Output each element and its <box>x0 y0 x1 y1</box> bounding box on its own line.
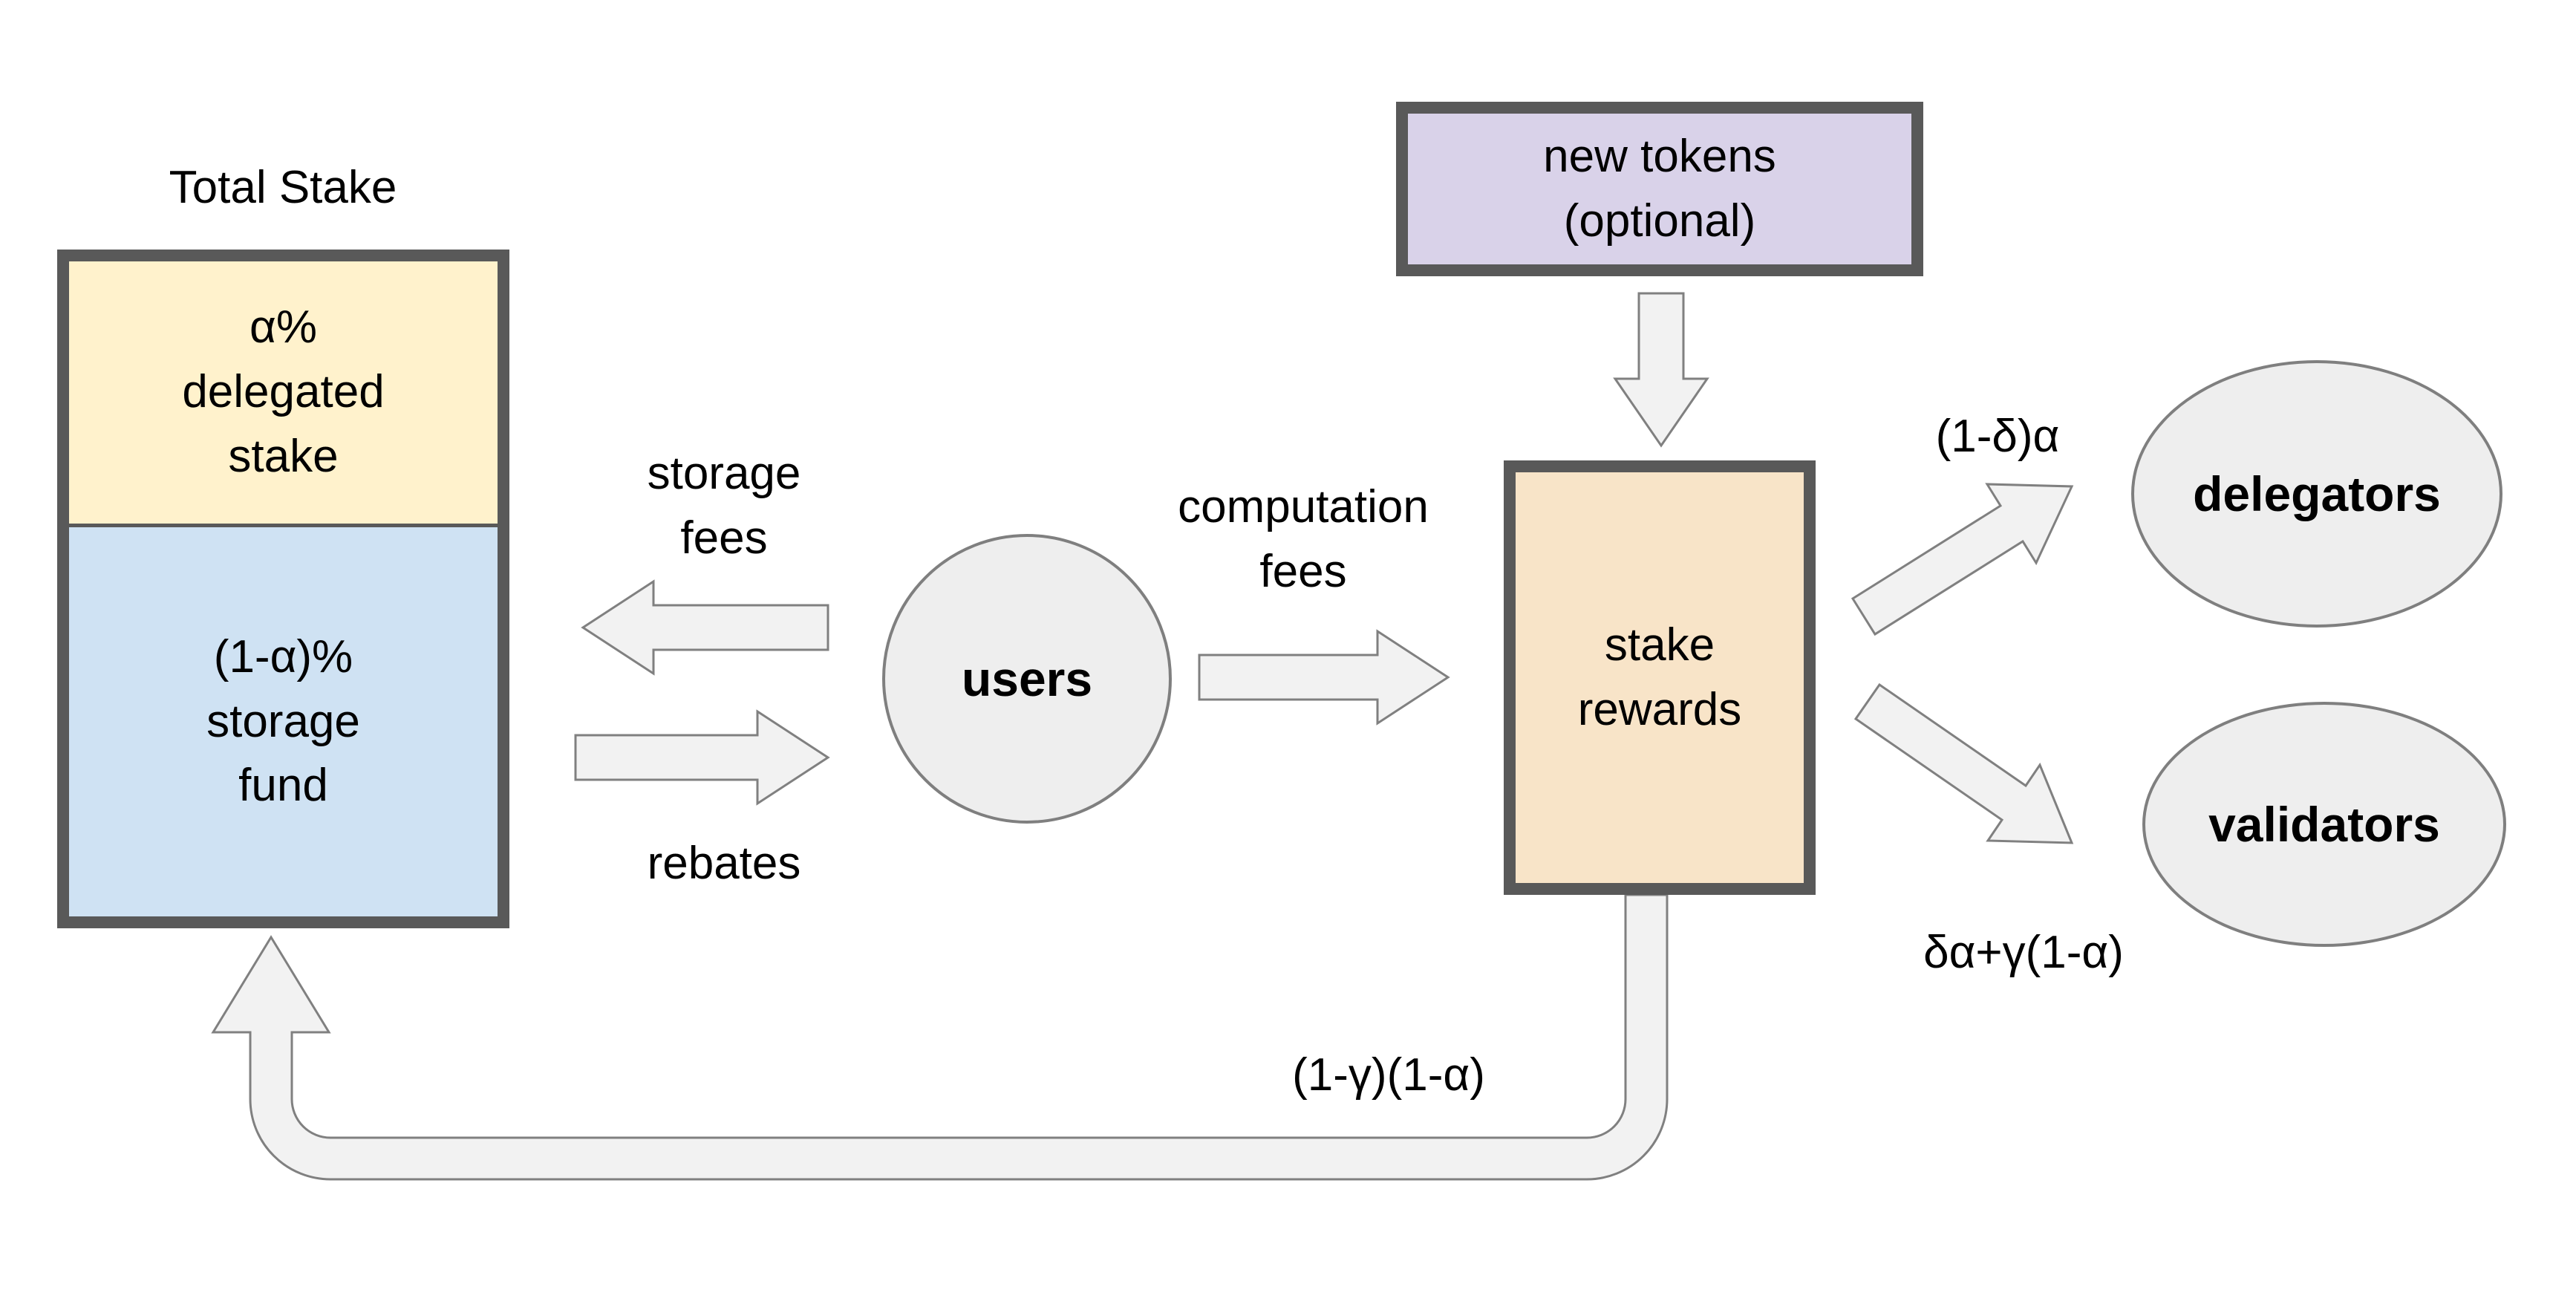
storage-fund-return-pipe-arrow <box>211 893 1669 1181</box>
storage-fees-label: storage fees <box>647 448 801 564</box>
users-label: users <box>961 651 1093 706</box>
delegators-node: delegators <box>2131 360 2502 628</box>
new-tokens-box: new tokens (optional) <box>1396 102 1923 276</box>
storage-fees-arrow <box>581 579 829 676</box>
validators-node: validators <box>2142 702 2506 947</box>
stake-rewards-label: stake rewards <box>1577 619 1742 735</box>
computation-fees-label: computation fees <box>1178 481 1429 597</box>
total-stake-box: α% delegated stake (1-α)% storage fund <box>57 250 509 928</box>
storage-fund-label: (1-α)% storage fund <box>206 630 360 812</box>
rewards-to-delegators-arrow <box>1851 483 2074 636</box>
computation-fees-arrow <box>1198 629 1450 726</box>
delegated-stake-section: α% delegated stake <box>69 261 498 527</box>
total-stake-title: Total Stake <box>169 162 397 213</box>
reward-to-delegators-formula: (1-δ)α <box>1935 411 2060 462</box>
storage-fund-return-formula: (1-γ)(1-α) <box>1292 1049 1485 1101</box>
new-tokens-arrow <box>1613 292 1709 448</box>
rewards-to-validators-arrow <box>1853 682 2074 844</box>
delegated-stake-label: α% delegated stake <box>182 302 385 482</box>
storage-fund-section: (1-α)% storage fund <box>69 527 498 916</box>
users-node: users <box>882 534 1172 824</box>
rebates-arrow <box>574 709 830 806</box>
stake-rewards-box: stake rewards <box>1504 460 1816 895</box>
validators-label: validators <box>2208 797 2440 852</box>
reward-to-validators-formula: δα+γ(1-α) <box>1923 927 2124 978</box>
new-tokens-label: new tokens (optional) <box>1543 130 1776 247</box>
rebates-label: rebates <box>647 838 801 889</box>
delegators-label: delegators <box>2193 466 2441 521</box>
